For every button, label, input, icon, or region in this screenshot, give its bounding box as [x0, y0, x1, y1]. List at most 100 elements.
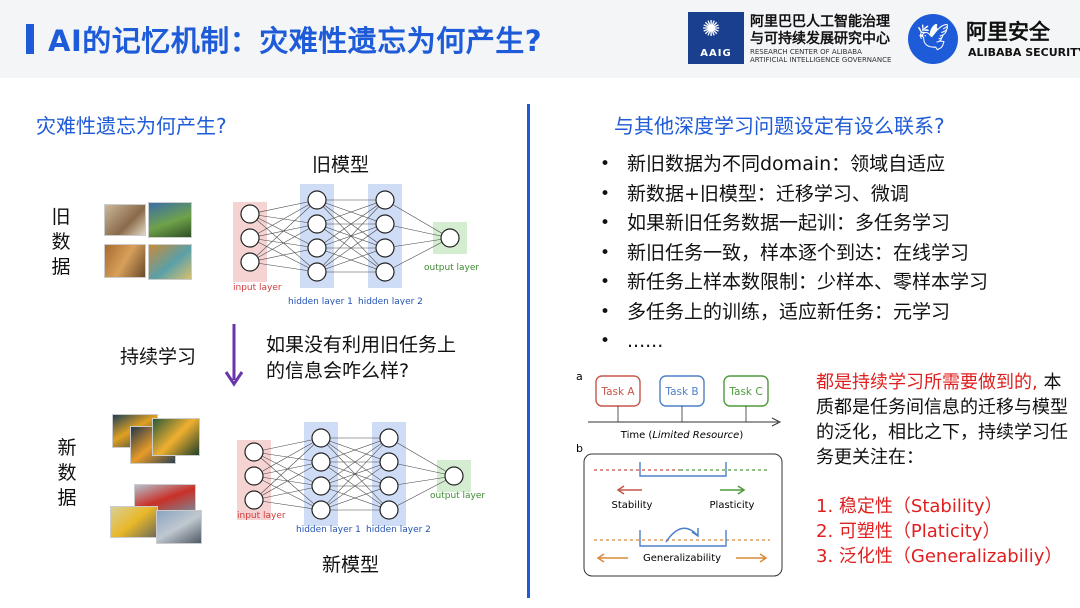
network-node — [307, 262, 327, 282]
continual-learning-figure: a Task A Task B Task C Time (Limited Res… — [576, 370, 783, 577]
stability-label: Stability — [612, 500, 653, 511]
network-edge — [320, 437, 390, 487]
summary-note-highlight: 都是持续学习所需要做到的, — [816, 372, 1038, 393]
car-photo-2 — [110, 506, 158, 538]
network-edge — [249, 247, 318, 263]
network-node — [240, 204, 260, 224]
network-node — [375, 238, 395, 258]
panel-b-label: b — [576, 442, 583, 455]
security-name-cn: 阿里安全 — [966, 20, 1050, 44]
generalizability-bracket — [639, 530, 727, 547]
network-node — [375, 262, 395, 282]
old-model-label: 旧模型 — [312, 154, 370, 176]
title-accent-bar — [26, 24, 34, 54]
bullet-item: ...... — [600, 327, 988, 357]
question-line1: 如果没有利用旧任务上 — [266, 334, 457, 356]
network-node — [379, 476, 399, 496]
network-node — [440, 228, 460, 248]
network-node — [379, 428, 399, 448]
aaig-logo: ✺ AAIG — [688, 12, 744, 64]
fish-photo-3 — [152, 418, 200, 456]
network-edge — [253, 499, 322, 511]
network-edge — [253, 437, 322, 501]
property-item: 1. 稳定性（Stability） — [816, 496, 1003, 517]
network-edge — [384, 237, 451, 273]
network-edge — [249, 199, 318, 263]
network-edge — [253, 437, 322, 453]
org-name-en-line2: ARTIFICIAL INTELLIGENCE GOVERNANCE — [750, 56, 892, 64]
network-node — [379, 500, 399, 520]
hidden-layer1-label: hidden layer 1 — [288, 297, 353, 305]
property-item: 2. 可塑性（Platicity） — [816, 521, 1001, 542]
aaig-logo-label: AAIG — [700, 48, 732, 59]
network-node — [375, 214, 395, 234]
network-node — [244, 442, 264, 462]
network-edge — [384, 223, 451, 239]
bullet-item: 多任务上的训练，适应新任务：元学习 — [600, 298, 988, 328]
dog-photo — [104, 244, 146, 278]
network-edge — [388, 475, 455, 511]
network-node — [311, 428, 331, 448]
task-c-label: Task C — [728, 386, 762, 398]
bluejay-photo — [148, 202, 192, 238]
network-edge — [249, 199, 318, 239]
property-item: 3. 泛化性（Generalizabiliy） — [816, 546, 1063, 567]
right-arrow-icon — [759, 553, 768, 563]
output-layer-label: output layer — [424, 263, 479, 273]
plasticity-label: Plasticity — [710, 500, 755, 511]
page-title: AI的记忆机制：灾难性遗忘为何产生? — [48, 24, 543, 58]
bullet-item: 新任务上样本数限制：少样本、零样本学习 — [600, 268, 988, 298]
network-node — [379, 452, 399, 472]
network-edge — [253, 437, 322, 477]
network-edge — [316, 247, 386, 273]
network-edge — [316, 199, 386, 225]
bird-icon: 🕊 — [916, 23, 950, 53]
network-edge — [388, 475, 455, 487]
security-name-en: ALIBABA SECURITY — [968, 46, 1080, 59]
new-model-network: input layer hidden layer 1 hidden layer … — [237, 422, 485, 535]
network-node — [240, 228, 260, 248]
network-node — [375, 190, 395, 210]
network-node — [444, 466, 464, 486]
network-edge — [316, 199, 386, 273]
network-edge — [320, 461, 390, 511]
stability-plasticity-bracket — [639, 462, 727, 477]
time-axis-label: Time (Limited Resource) — [620, 430, 744, 441]
bird-photo — [104, 204, 146, 236]
output-layer-label: output layer — [430, 491, 485, 501]
hidden-layer2-label: hidden layer 2 — [358, 297, 423, 305]
network-edge — [388, 437, 455, 477]
network-edge — [316, 199, 386, 249]
summary-note: 都是持续学习所需要做到的, 本质都是任务间信息的迁移与模型的泛化，相比之下，持续… — [816, 370, 1076, 470]
header-bar — [0, 0, 1080, 78]
bullet-item: 新旧数据为不同domain：领域自适应 — [600, 150, 988, 180]
task-a-label: Task A — [600, 386, 635, 398]
network-edge — [316, 223, 386, 273]
down-arrow-icon — [224, 324, 244, 387]
right-section-title: 与其他深度学习问题设定有设么联系? — [614, 114, 945, 138]
network-node — [240, 252, 260, 272]
network-node — [311, 476, 331, 496]
network-edge — [249, 261, 318, 273]
network-edge — [384, 199, 451, 239]
summary-note-body: 本质都是任务间信息的迁移与模型的泛化，相比之下，持续学习任务更关注在： — [816, 372, 1068, 468]
property-list: 1. 稳定性（Stability） 2. 可塑性（Platicity） 3. 泛… — [816, 494, 1062, 569]
network-edge — [388, 461, 455, 477]
aaig-logo-icon: ✺ — [702, 17, 721, 42]
network-node — [244, 490, 264, 510]
hidden-layer1-label: hidden layer 1 — [296, 525, 361, 535]
left-arrow-icon — [616, 485, 625, 495]
org-name-cn-line1: 阿里巴巴人工智能治理 — [750, 14, 890, 30]
new-model-label: 新模型 — [322, 554, 380, 576]
dog-photo-2 — [148, 244, 192, 280]
left-section-title: 灾难性遗忘为何产生? — [36, 114, 227, 138]
input-layer-label: input layer — [233, 283, 282, 293]
task-b-label: Task B — [664, 386, 698, 398]
bullet-item: 如果新旧任务数据一起训：多任务学习 — [600, 209, 988, 239]
network-edge — [253, 461, 322, 501]
org-name-en-line1: RESEARCH CENTER OF ALIBABA — [750, 48, 862, 56]
old-data-label: 旧数据 — [51, 206, 71, 278]
tradeoff-panel — [583, 453, 783, 577]
new-data-label: 新数据 — [57, 437, 77, 509]
network-edge — [384, 237, 451, 249]
